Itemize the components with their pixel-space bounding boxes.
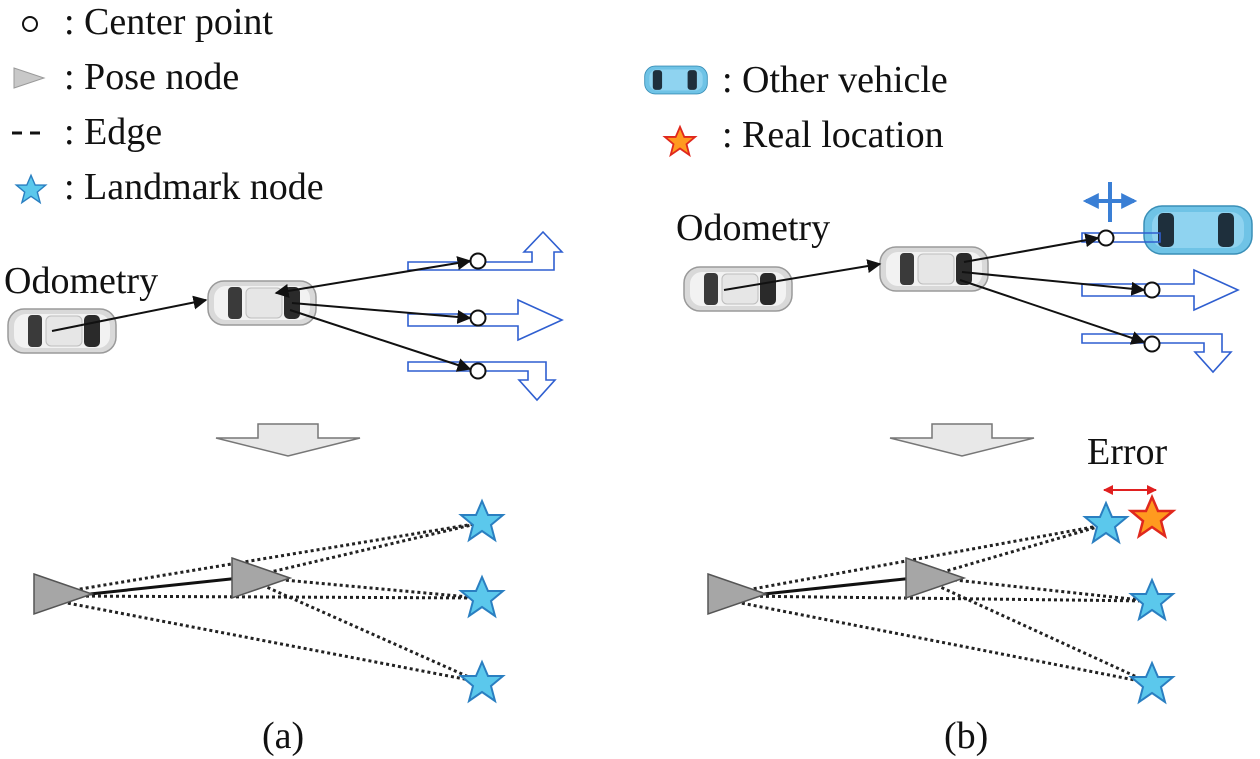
transition-arrow-a-icon — [215, 423, 361, 457]
pose-node-b-2-icon — [905, 556, 967, 600]
legend-landmark-node: : Landmark node — [15, 166, 324, 208]
other-vehicle-icon — [644, 65, 708, 95]
edge-a-6 — [261, 583, 481, 684]
center-point-icon — [22, 16, 38, 32]
measurement-arrow-2 — [291, 302, 472, 324]
legend-other-vehicle-label: : Other vehicle — [722, 59, 948, 101]
lane-arrow-left-turn-icon — [1081, 232, 1161, 243]
panel-b-odometry-label: Odometry — [676, 207, 830, 249]
legend-pose-node-label: : Pose node — [64, 56, 239, 98]
edge-a-5 — [261, 576, 481, 600]
edge-b-1 — [735, 523, 1105, 594]
center-point-3-icon — [469, 362, 487, 380]
pose-node-b-1-icon — [707, 572, 769, 616]
legend-center-point-label: : Center point — [64, 1, 273, 43]
real-location-star-icon — [1129, 495, 1175, 538]
edge-b-4 — [935, 523, 1105, 576]
pose-node-a-1-icon — [33, 572, 95, 616]
odometry-arrow — [723, 259, 882, 291]
legend-pose-node: : Pose node — [13, 56, 239, 98]
center-point-3-icon — [1143, 335, 1161, 353]
lane-arrow-straight-icon — [1081, 268, 1240, 312]
edge-a-4 — [261, 521, 481, 576]
measurement-arrow-2 — [961, 271, 1146, 296]
panel-b: Odometry Error — [676, 182, 1253, 757]
transition-arrow-b-icon — [889, 423, 1035, 457]
measurement-arrow-1 — [963, 233, 1100, 263]
measurement-arrow-1 — [274, 256, 472, 298]
edge-a-1 — [61, 521, 481, 594]
landmark-b-1-icon — [1084, 502, 1128, 543]
legend-other-vehicle: : Other vehicle — [644, 59, 948, 101]
legend-real-location-label: : Real location — [722, 114, 944, 156]
ego-vehicle-start-icon — [7, 308, 117, 354]
legend-real-location: : Real location — [663, 114, 944, 156]
edge-b-2 — [735, 594, 1151, 603]
center-point-2-icon — [1143, 281, 1161, 299]
legend: : Center point : Pose node : Edge : Land… — [12, 1, 948, 208]
panel-a: Odometry — [4, 230, 564, 757]
landmark-b-2-icon — [1130, 579, 1174, 620]
ego-vehicle-start-icon — [683, 266, 793, 312]
center-point-1-icon — [1097, 229, 1115, 247]
edge-a-3 — [61, 600, 481, 684]
panel-a-odometry-label: Odometry — [4, 260, 158, 302]
legend-center-point: : Center point — [22, 1, 273, 43]
odometry-edge-b — [763, 576, 915, 596]
pose-graph-b — [707, 495, 1175, 703]
odometry-edge-a — [89, 576, 241, 596]
legend-edge: : Edge — [12, 111, 162, 153]
landmark-a-3-icon — [460, 661, 504, 702]
legend-landmark-node-label: : Landmark node — [64, 166, 324, 208]
legend-edge-label: : Edge — [64, 111, 162, 153]
measurement-arrow-3 — [959, 279, 1146, 345]
position-uncertainty-icon — [1082, 182, 1138, 222]
landmark-a-1-icon — [460, 500, 504, 541]
real-location-icon — [663, 125, 697, 156]
lane-arrow-left-turn-icon — [407, 230, 564, 271]
center-point-2-icon — [469, 309, 487, 327]
landmark-b-3-icon — [1130, 662, 1174, 703]
pose-node-a-2-icon — [231, 556, 293, 600]
odometry-arrow — [51, 295, 208, 332]
pose-graph-a — [33, 500, 504, 702]
edge-b-5 — [935, 576, 1151, 603]
measurement-arrow-3 — [289, 309, 472, 372]
lane-arrow-straight-icon — [407, 298, 564, 342]
error-label: Error — [1087, 431, 1168, 473]
edge-a-2 — [61, 594, 481, 600]
panel-b-caption: (b) — [944, 715, 988, 757]
landmark-a-2-icon — [460, 576, 504, 617]
pose-node-icon — [13, 67, 46, 89]
panel-a-caption: (a) — [262, 715, 304, 757]
landmark-node-icon — [15, 174, 47, 204]
other-vehicle-car-icon — [1143, 205, 1253, 255]
center-point-1-icon — [469, 252, 487, 270]
edge-b-3 — [735, 600, 1151, 685]
